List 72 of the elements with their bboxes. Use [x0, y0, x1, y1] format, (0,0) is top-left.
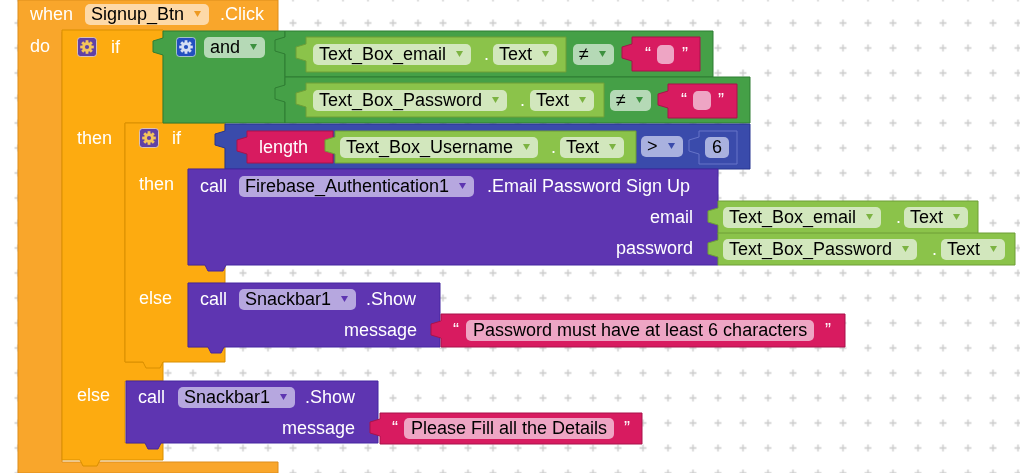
- dropdown: Text: [904, 206, 968, 228]
- quote-mark: ”: [624, 417, 630, 439]
- getter-block: [296, 37, 566, 72]
- dropdown: Firebase_Authentication1: [239, 175, 475, 197]
- dropdown: ≠: [610, 89, 651, 111]
- dropdown: Text: [493, 43, 557, 65]
- dropdown: Text_Box_Password: [723, 238, 918, 260]
- block-label: .Click: [220, 3, 264, 25]
- quote-mark: “: [392, 417, 398, 439]
- quote-mark: ”: [825, 319, 831, 341]
- block-label: if: [172, 127, 181, 149]
- dropdown: Snackbar1: [178, 386, 296, 408]
- dropdown: Snackbar1: [239, 288, 357, 310]
- number-field: 6: [705, 136, 729, 158]
- block-label: password: [615, 237, 693, 259]
- text-block: [622, 37, 700, 71]
- quote-mark: ”: [718, 89, 724, 111]
- dropdown: Text: [560, 136, 624, 158]
- dropdown: and: [204, 36, 266, 58]
- block-label: if: [111, 36, 120, 58]
- getter-block: [708, 233, 1015, 265]
- getter-block: [708, 201, 978, 234]
- quote-mark: “: [681, 89, 687, 111]
- quote-mark: “: [645, 43, 651, 65]
- dropdown: Text_Box_Password: [313, 89, 508, 111]
- block-label: else: [139, 287, 173, 309]
- dropdown: >: [641, 135, 683, 157]
- method-call-block: [188, 283, 440, 353]
- block-label: then: [77, 127, 113, 149]
- block-label: then: [139, 173, 175, 195]
- dropdown: Text_Box_email: [723, 206, 882, 228]
- block-label: call: [200, 288, 227, 310]
- comparison-block: [275, 31, 713, 77]
- block-label: .Email Password Sign Up: [487, 175, 691, 197]
- dropdown: Text: [941, 238, 1005, 260]
- dropdown: Signup_Btn: [85, 3, 210, 25]
- method-call-block: [126, 381, 378, 449]
- quote-mark: “: [453, 319, 459, 341]
- block-label: call: [138, 386, 165, 408]
- quote-mark: ”: [682, 43, 688, 65]
- block-label: .: [932, 238, 937, 260]
- block-label: email: [650, 206, 693, 228]
- method-call-block: [188, 169, 718, 271]
- block-label: .: [551, 136, 556, 158]
- block-label: .: [484, 43, 489, 65]
- block-label: when: [30, 3, 74, 25]
- block-label: .: [896, 206, 901, 228]
- getter-block: [325, 131, 636, 163]
- block-label: message: [343, 319, 417, 341]
- getter-block: [296, 83, 604, 117]
- block-label: call: [200, 175, 227, 197]
- block-label: else: [77, 384, 111, 406]
- length-block: [237, 131, 333, 163]
- block-label: .: [520, 89, 525, 111]
- text-field: Please Fill all the Details: [404, 417, 615, 439]
- block-label: .Show: [366, 288, 417, 310]
- text-block: [658, 84, 737, 118]
- if-block: [125, 123, 225, 368]
- block-label: length: [259, 136, 309, 158]
- block-label: message: [281, 417, 355, 439]
- dropdown: Text_Box_email: [313, 43, 472, 65]
- dropdown: Text: [530, 89, 594, 111]
- and-block: [153, 31, 285, 123]
- block-label: .Show: [305, 386, 356, 408]
- dropdown: Text_Box_Username: [340, 136, 539, 158]
- comparison-block: [215, 124, 750, 169]
- dropdown: ≠: [573, 43, 614, 65]
- text-field: Password must have at least 6 characters: [466, 319, 815, 341]
- block-label: do: [30, 35, 51, 57]
- text-block: [370, 413, 642, 444]
- text-block: [431, 314, 845, 347]
- comparison-block: [275, 77, 750, 123]
